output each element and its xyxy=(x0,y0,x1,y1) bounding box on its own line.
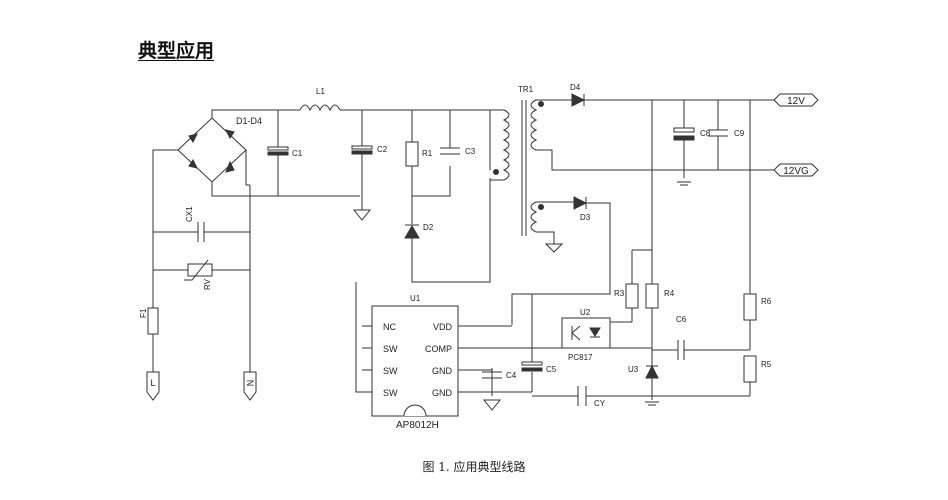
label-u2-part: PC817 xyxy=(568,353,593,362)
terminal-n xyxy=(243,371,257,401)
figure-caption: 图 1. 应用典型线路 xyxy=(422,460,526,474)
label-neutral: N xyxy=(245,380,255,387)
label-d4: D4 xyxy=(570,83,581,92)
label-cx1: CX1 xyxy=(185,206,194,222)
inductor-l1 xyxy=(299,104,341,112)
resistor-r4 xyxy=(645,283,659,309)
ic-pin-right-2: COMP xyxy=(425,344,452,354)
label-transformer: TR1 xyxy=(518,85,534,94)
label-r6: R6 xyxy=(761,297,772,306)
label-r4: R4 xyxy=(664,289,675,298)
ic-designator: U1 xyxy=(410,294,421,303)
label-r5: R5 xyxy=(761,360,772,369)
label-c3: C3 xyxy=(465,147,476,156)
bridge-rectifier: D1-D4 xyxy=(177,109,360,197)
output-12v xyxy=(773,93,819,107)
ic-pin-left-1: NC xyxy=(383,322,396,332)
ic-part-number: AP8012H xyxy=(396,420,439,431)
label-bridge: D1-D4 xyxy=(236,116,262,126)
output-12v-label: 12V xyxy=(787,96,805,107)
ic-pin-right-3: GND xyxy=(432,366,453,376)
label-r3: R3 xyxy=(614,289,625,298)
transformer-tr1: TR1 xyxy=(490,85,780,253)
label-c4: C4 xyxy=(506,371,517,380)
label-c9: C9 xyxy=(734,129,745,138)
ic-pin-right-4: GND xyxy=(432,388,453,398)
optocoupler-u2 xyxy=(561,317,611,349)
output-section: D4 C8 C9 12V 12VG xyxy=(570,83,819,186)
label-c6: C6 xyxy=(676,315,687,324)
controller-u1: U1 AP8012H NC SW SW SW VDD COMP GND GND xyxy=(355,282,652,431)
ic-pin-right-1: VDD xyxy=(433,322,453,332)
ic-support-components: C4 C5 CY xyxy=(482,294,750,411)
snubber: R1 C3 D2 xyxy=(404,110,491,283)
ac-input-section: L F1 N CX1 RV xyxy=(139,149,257,401)
label-cy: CY xyxy=(594,399,606,408)
resistor-r5 xyxy=(743,355,757,383)
label-f1: F1 xyxy=(139,308,148,318)
label-rv: RV xyxy=(203,278,212,290)
output-12vg xyxy=(773,163,819,177)
label-c8: C8 xyxy=(700,129,711,138)
label-r1: R1 xyxy=(422,149,433,158)
label-c5: C5 xyxy=(546,365,557,374)
fuse-f1 xyxy=(147,307,159,335)
label-c1: C1 xyxy=(292,149,303,158)
ic-pin-left-4: SW xyxy=(383,388,398,398)
label-d2: D2 xyxy=(423,223,434,232)
label-line: L xyxy=(150,378,155,388)
ic-body xyxy=(371,305,459,417)
label-c2: C2 xyxy=(377,145,388,154)
section-title: 典型应用 xyxy=(138,40,215,62)
label-inductor: L1 xyxy=(316,87,325,96)
output-12vg-label: 12VG xyxy=(783,166,809,177)
feedback-section: D3 R3 R4 U2 PC817 U3 C6 R6 R5 xyxy=(511,100,772,406)
resistor-r6 xyxy=(743,293,757,321)
terminal-l xyxy=(146,371,160,401)
ic-notch xyxy=(403,404,427,417)
ic-pin-left-3: SW xyxy=(383,366,398,376)
ground-symbol xyxy=(352,209,372,221)
ic-pin-left-2: SW xyxy=(383,344,398,354)
label-d3: D3 xyxy=(580,213,591,222)
resistor-r3 xyxy=(625,283,639,309)
resistor-r1 xyxy=(405,141,419,167)
label-u2: U2 xyxy=(580,308,591,317)
label-u3: U3 xyxy=(628,365,639,374)
